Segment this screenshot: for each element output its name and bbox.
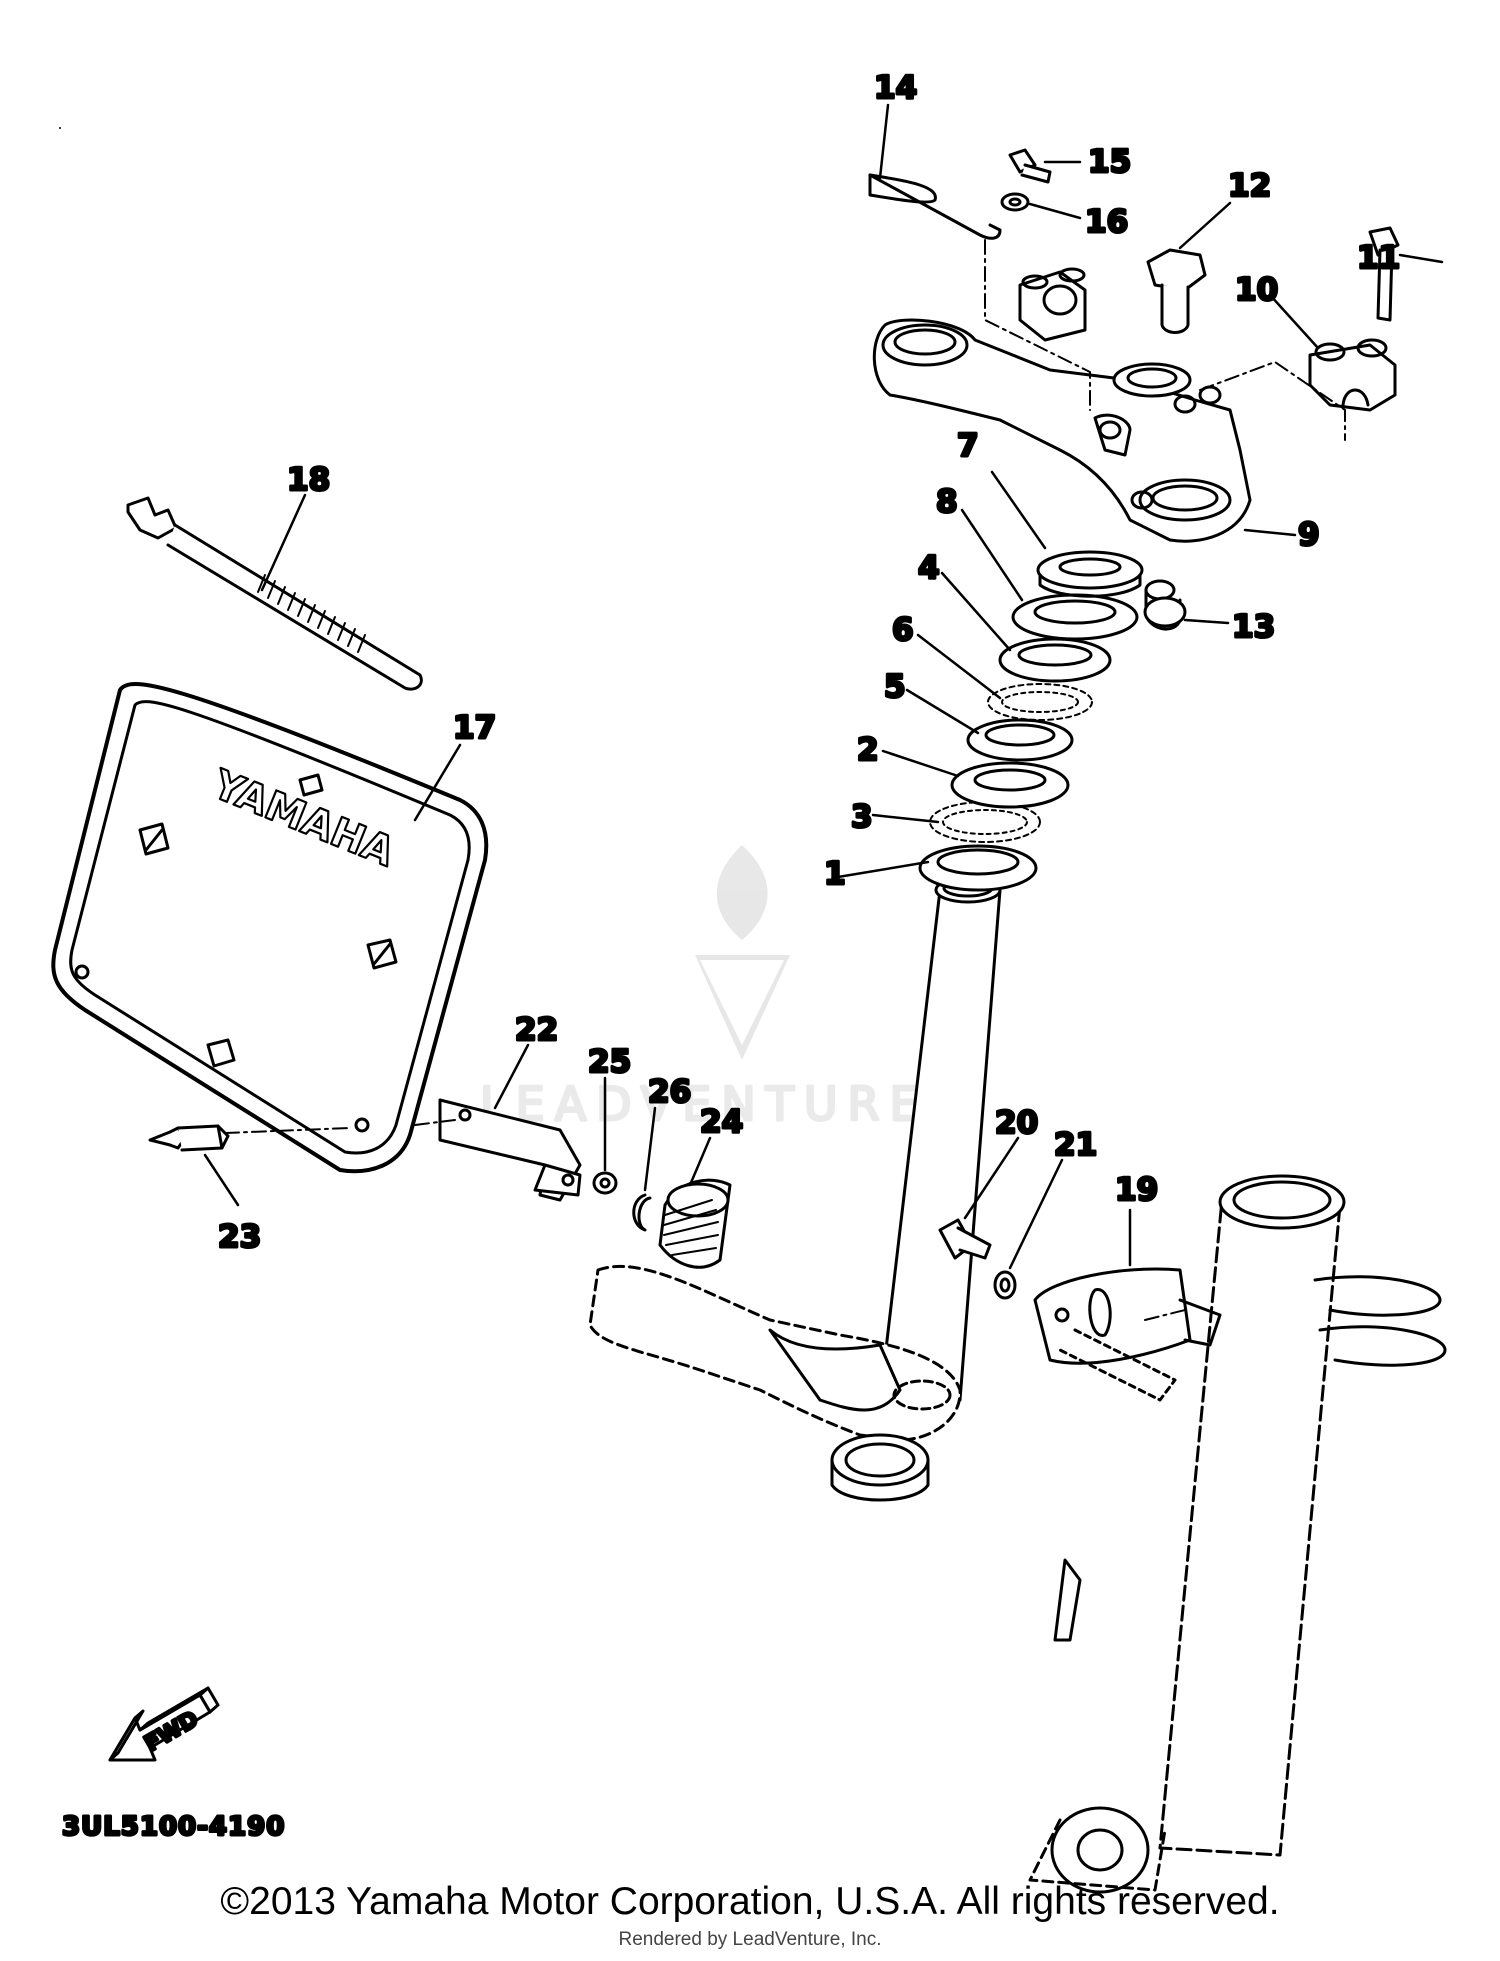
bolt-20: [938, 1218, 992, 1260]
stray-dot: [59, 127, 61, 129]
callout-23: 23: [218, 1219, 261, 1255]
callout-11: 11: [1357, 240, 1400, 276]
leader-lines: [203, 103, 1444, 1270]
callout-13: 13: [1232, 609, 1275, 645]
callout-3: 3: [851, 799, 873, 835]
balls-6: [987, 683, 1093, 721]
copyright-notice: ©2013 Yamaha Motor Corporation, U.S.A. A…: [220, 1880, 1280, 1923]
cover-8: [1011, 593, 1139, 641]
cap-bolt-13: [1143, 579, 1187, 631]
callout-18: 18: [287, 462, 330, 498]
callout-17: 17: [453, 710, 496, 746]
callout-14: 14: [874, 70, 917, 106]
cable-guide-14: [868, 173, 1002, 240]
diagram-code: 3UL5100-4190: [62, 1812, 285, 1842]
callout-26: 26: [648, 1074, 691, 1110]
assembly-lines: [224, 239, 1346, 1321]
race-5: [966, 718, 1074, 762]
washer-25: [592, 1171, 618, 1195]
callout-9: 9: [1298, 517, 1320, 553]
callouts: 1 3 2 5 6 4 8 7 9 10 11 12 13 14 15 16 1…: [217, 69, 1402, 1257]
callout-24: 24: [700, 1104, 743, 1140]
callout-20: 20: [995, 1105, 1038, 1141]
steering-stem: [588, 876, 1002, 1502]
washer-16: [1000, 192, 1030, 212]
leadventure-watermark: [695, 845, 790, 1060]
callout-2: 2: [857, 732, 879, 768]
clip-26: [632, 1193, 652, 1232]
race-2: [950, 761, 1070, 809]
callout-15: 15: [1088, 144, 1131, 180]
callout-16: 16: [1085, 204, 1128, 240]
callout-7: 7: [957, 428, 979, 464]
callout-10: 10: [1235, 272, 1278, 308]
callout-4: 4: [918, 550, 940, 586]
bolt-15: [1008, 148, 1052, 184]
bolt-11: [1368, 226, 1400, 322]
cap-24: [658, 1178, 732, 1269]
clip-22: [438, 1098, 582, 1202]
callout-12: 12: [1228, 168, 1271, 204]
plate-bracket: [1033, 1267, 1222, 1402]
callout-25: 25: [588, 1044, 631, 1080]
callout-21: 21: [1054, 1127, 1097, 1163]
callout-8: 8: [936, 484, 958, 520]
upper-bracket-9: [872, 267, 1252, 543]
screw-23: [148, 1124, 230, 1152]
cable-tie-18: [126, 496, 423, 691]
number-plate-17: YAMAHA: [51, 681, 489, 1174]
callout-6: 6: [892, 612, 914, 648]
callout-5: 5: [884, 669, 906, 705]
washer-21: [993, 1270, 1017, 1300]
ring-nut-7: [1036, 550, 1144, 598]
callout-22: 22: [515, 1012, 558, 1048]
holder-10: [1308, 338, 1397, 412]
callout-1: 1: [824, 856, 846, 892]
rendered-by-credit: Rendered by LeadVenture, Inc.: [618, 1929, 882, 1950]
fork-leg: [1028, 1174, 1447, 1894]
watermark-text: LEADVENTURE: [480, 1077, 929, 1131]
race-4: [998, 637, 1112, 683]
fwd-arrow-icon: [108, 1686, 220, 1762]
plug-12: [1146, 248, 1207, 334]
lower-race-1: [918, 844, 1038, 892]
balls-3: [929, 801, 1041, 843]
callout-19: 19: [1115, 1172, 1158, 1208]
